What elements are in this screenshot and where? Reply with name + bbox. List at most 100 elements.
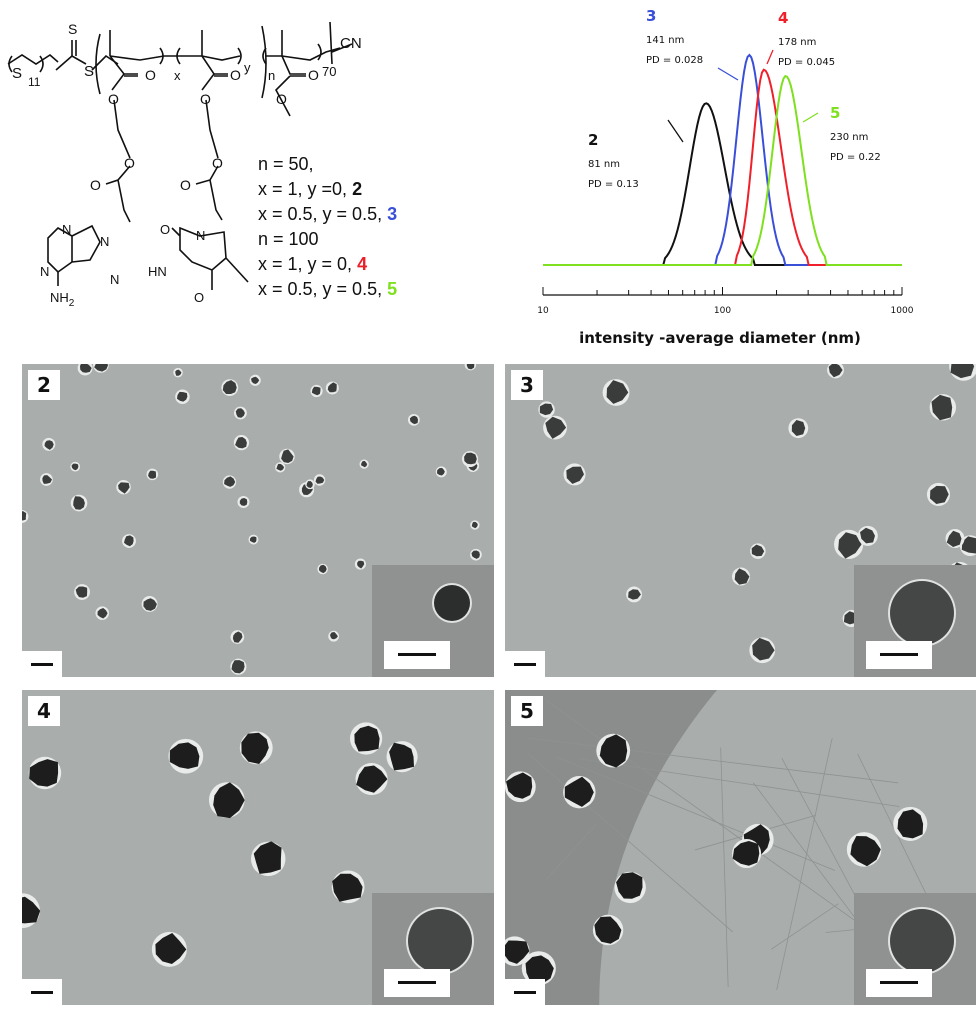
atom-o: O (90, 177, 101, 193)
panel-label: 5 (511, 696, 543, 726)
dls-curves (543, 53, 902, 266)
inset-scale-bar (866, 641, 932, 669)
pd-annotation: PD = 0.13 (588, 179, 639, 190)
fiber (776, 738, 833, 991)
nanoparticle (208, 782, 245, 819)
composition-text: x = 1, y =0, (258, 179, 347, 199)
atom-o: O (124, 155, 135, 171)
nanoparticle (521, 951, 556, 986)
x-tick-label: 10 (537, 306, 549, 316)
nanoparticle (538, 401, 555, 418)
nanoparticle (349, 722, 383, 755)
nanoparticle (846, 832, 882, 867)
nanoparticle (173, 367, 183, 378)
nanoparticle (233, 406, 247, 420)
nanoparticle (626, 586, 642, 603)
nanoparticle (305, 479, 315, 490)
fiber (579, 758, 900, 807)
nanoparticle (28, 756, 62, 790)
nanoparticle (239, 731, 273, 765)
atom-n: N (110, 272, 119, 287)
nanoparticle (116, 479, 131, 495)
inset-particle (432, 583, 472, 623)
nanoparticle (122, 534, 136, 548)
subscript-x: x (174, 68, 181, 83)
inset-image (372, 893, 494, 1005)
atom-o: O (308, 67, 319, 83)
scale-bar (22, 651, 62, 677)
nanoparticle (359, 459, 369, 469)
fiber (526, 737, 899, 784)
composition-line: x = 0.5, y = 0.5,3 (258, 204, 397, 224)
inset-image (372, 565, 494, 677)
composition-line: n = 100 (258, 229, 319, 249)
nanoparticle (275, 462, 286, 473)
inset-image (854, 565, 976, 677)
nanoparticle (592, 914, 624, 946)
inset-image (854, 893, 976, 1005)
nanoparticle (614, 871, 646, 904)
nanoparticle (602, 379, 630, 406)
tem-panel-5: 5 (505, 690, 976, 1005)
inset-scale-bar (384, 641, 450, 669)
fiber (546, 824, 597, 880)
nanoparticle (949, 364, 976, 381)
inset-particle (406, 907, 474, 975)
atom-s: S (68, 21, 77, 37)
atom-n: N (100, 234, 109, 249)
nanoparticle (151, 931, 187, 967)
panel-label: 3 (511, 370, 543, 400)
nanoparticle (22, 510, 29, 523)
atom-n: N (196, 228, 205, 243)
carbon-film (505, 690, 717, 1005)
panel-label: 2 (28, 370, 60, 400)
pointer-arrow (802, 112, 819, 123)
atom-o: O (180, 177, 191, 193)
subscript-70: 70 (322, 64, 336, 79)
nanoparticle (70, 461, 81, 472)
tem-panel-3: 3 (505, 364, 976, 677)
polymer-label: 4 (357, 254, 367, 274)
nanoparticle (464, 364, 477, 371)
atom-o: O (194, 290, 204, 305)
tem-image (22, 722, 478, 992)
composition-line: x = 1, y = 0,4 (258, 254, 367, 274)
nanoparticle (857, 525, 878, 546)
composition-text: x = 0.5, y = 0.5, (258, 204, 382, 224)
nanoparticle (834, 529, 864, 559)
composition-text: n = 100 (258, 229, 319, 249)
atom-s: S (12, 65, 22, 82)
size-annotation: 81 nm (588, 159, 620, 170)
nanoparticle (70, 494, 88, 512)
nanoparticle (310, 384, 323, 398)
nanoparticle (749, 637, 776, 664)
panel-label: 4 (28, 696, 60, 726)
inset-particle (888, 579, 956, 647)
nanoparticle (237, 495, 250, 508)
series-label: 4 (778, 9, 788, 27)
size-annotation: 230 nm (830, 132, 868, 143)
atom-o: O (145, 67, 156, 83)
nanoparticle (596, 733, 631, 768)
composition-line: n = 50, (258, 154, 314, 174)
nanoparticle (926, 482, 951, 506)
atom-o: O (200, 91, 211, 107)
atom-n: N (62, 222, 71, 237)
nanoparticle (249, 374, 261, 386)
tem-image (22, 364, 487, 677)
subscript-y: y (244, 60, 251, 75)
composition-line: x = 1, y =0,2 (258, 179, 362, 199)
nanoparticle (470, 520, 480, 530)
atom-cn: CN (340, 35, 362, 52)
nanoparticle (279, 448, 295, 465)
atom-o: O (212, 155, 223, 171)
composition-text: x = 0.5, y = 0.5, (258, 279, 382, 299)
polymer-label: 3 (387, 204, 397, 224)
subscript-11: 11 (28, 75, 41, 89)
atom-hn: HN (148, 264, 167, 279)
nanoparticle (141, 596, 158, 612)
nanoparticle (732, 838, 762, 869)
subscript-n: n (268, 68, 275, 83)
